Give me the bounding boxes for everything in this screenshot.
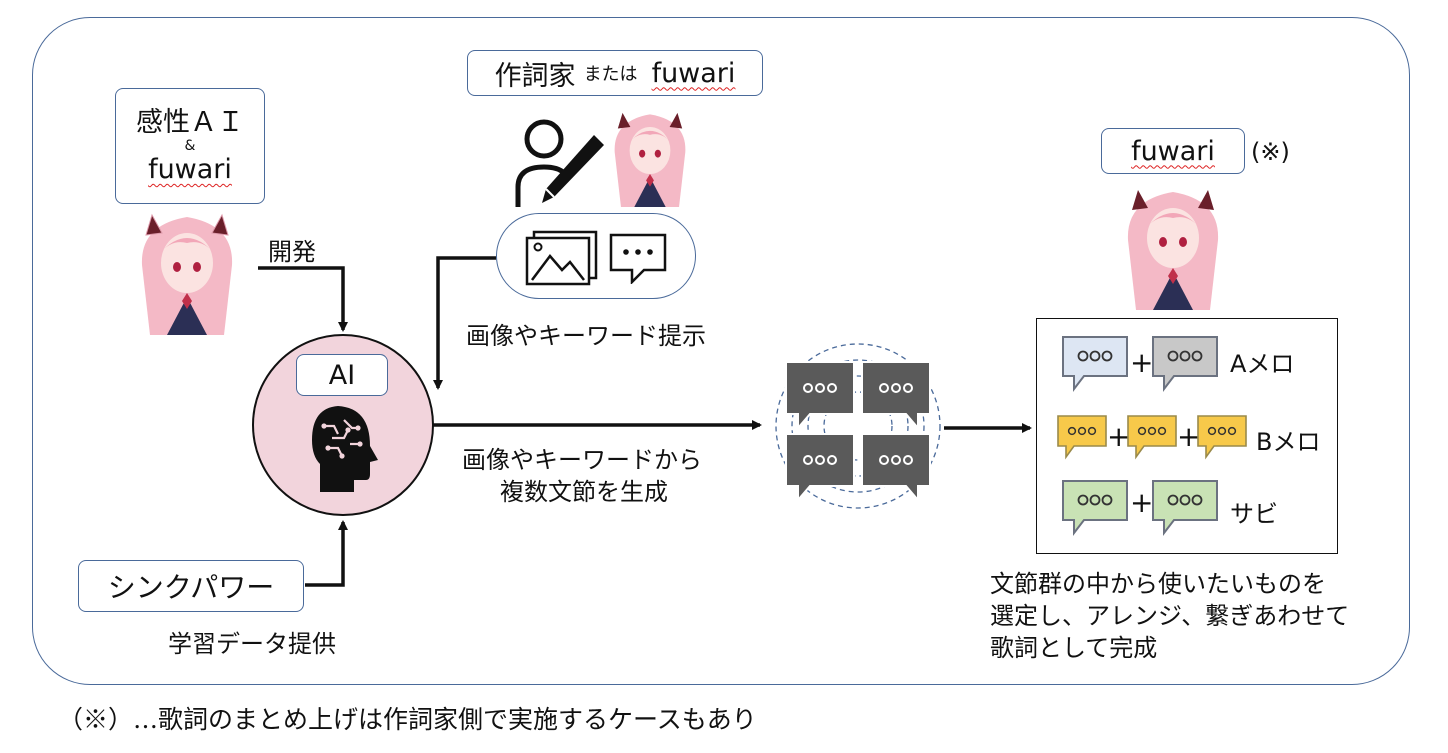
ampersand-label: & [184,137,196,154]
bubble-blue-icon [1062,336,1128,392]
sabi-label: サビ [1230,500,1278,528]
select-desc-line2: 選定し、アレンジ、繋ぎあわせて [990,602,1350,630]
fuwari-label: fuwari [651,57,736,89]
development-label: 開発 [268,238,316,266]
think-power-box: シンクパワー [78,560,304,612]
result-box [1036,318,1338,554]
bubble-yellow-icon [1197,415,1247,460]
lyricist-or-fuwari-box: 作詞家 または fuwari [467,50,763,96]
brain-head-icon [312,406,378,492]
ai-label: AI [328,359,356,391]
b-melo-label: Bメロ [1256,428,1321,456]
select-desc-line1: 文節群の中から使いたいものを [990,570,1326,598]
image-keyword-present-label: 画像やキーワード提示 [466,322,706,350]
kansei-ai-label: 感性ＡＩ [136,106,244,138]
plus-sign: + [1130,346,1154,379]
fuwari-label: fuwari [1131,135,1215,167]
kansei-ai-fuwari-box: 感性ＡＩ & fuwari [115,88,265,204]
plus-sign: + [1130,486,1154,519]
bubble-gray-icon [1152,336,1218,392]
plus-sign: + [1177,420,1201,453]
fuwari-right-box: fuwari [1101,128,1245,174]
a-melo-label: Aメロ [1230,350,1295,378]
bubble-yellow-icon [1127,415,1177,460]
select-desc-line3: 歌詞として完成 [990,634,1158,662]
note-mark-label: (※) [1251,138,1290,166]
speech-bubbles-cluster-icon [775,343,941,509]
bubble-yellow-icon [1057,415,1107,460]
chat-bubble-icon [609,233,667,284]
generate-label-line2: 複数文節を生成 [500,478,668,506]
training-data-label: 学習データ提供 [168,630,336,658]
image-icon [525,230,598,286]
footnote: （※）…歌詞のまとめ上げは作詞家側で実施するケースもあり [58,705,757,734]
image-keyword-box [496,213,696,299]
fuwari-label: fuwari [148,154,232,186]
think-power-label: シンクパワー [107,571,275,604]
diagram-frame [32,17,1410,685]
ai-label-box: AI [296,354,388,396]
fuwari-avatar-left [141,213,233,335]
bubble-green-icon [1062,480,1128,536]
lyricist-label: 作詞家 [494,60,576,92]
or-label: または [583,64,638,85]
bubble-green-icon [1152,480,1218,536]
plus-sign: + [1107,420,1131,453]
fuwari-avatar-center [614,112,686,207]
writer-pen-icon [515,119,604,207]
generate-label-line1: 画像やキーワードから [462,446,702,474]
fuwari-avatar-right [1127,190,1219,310]
